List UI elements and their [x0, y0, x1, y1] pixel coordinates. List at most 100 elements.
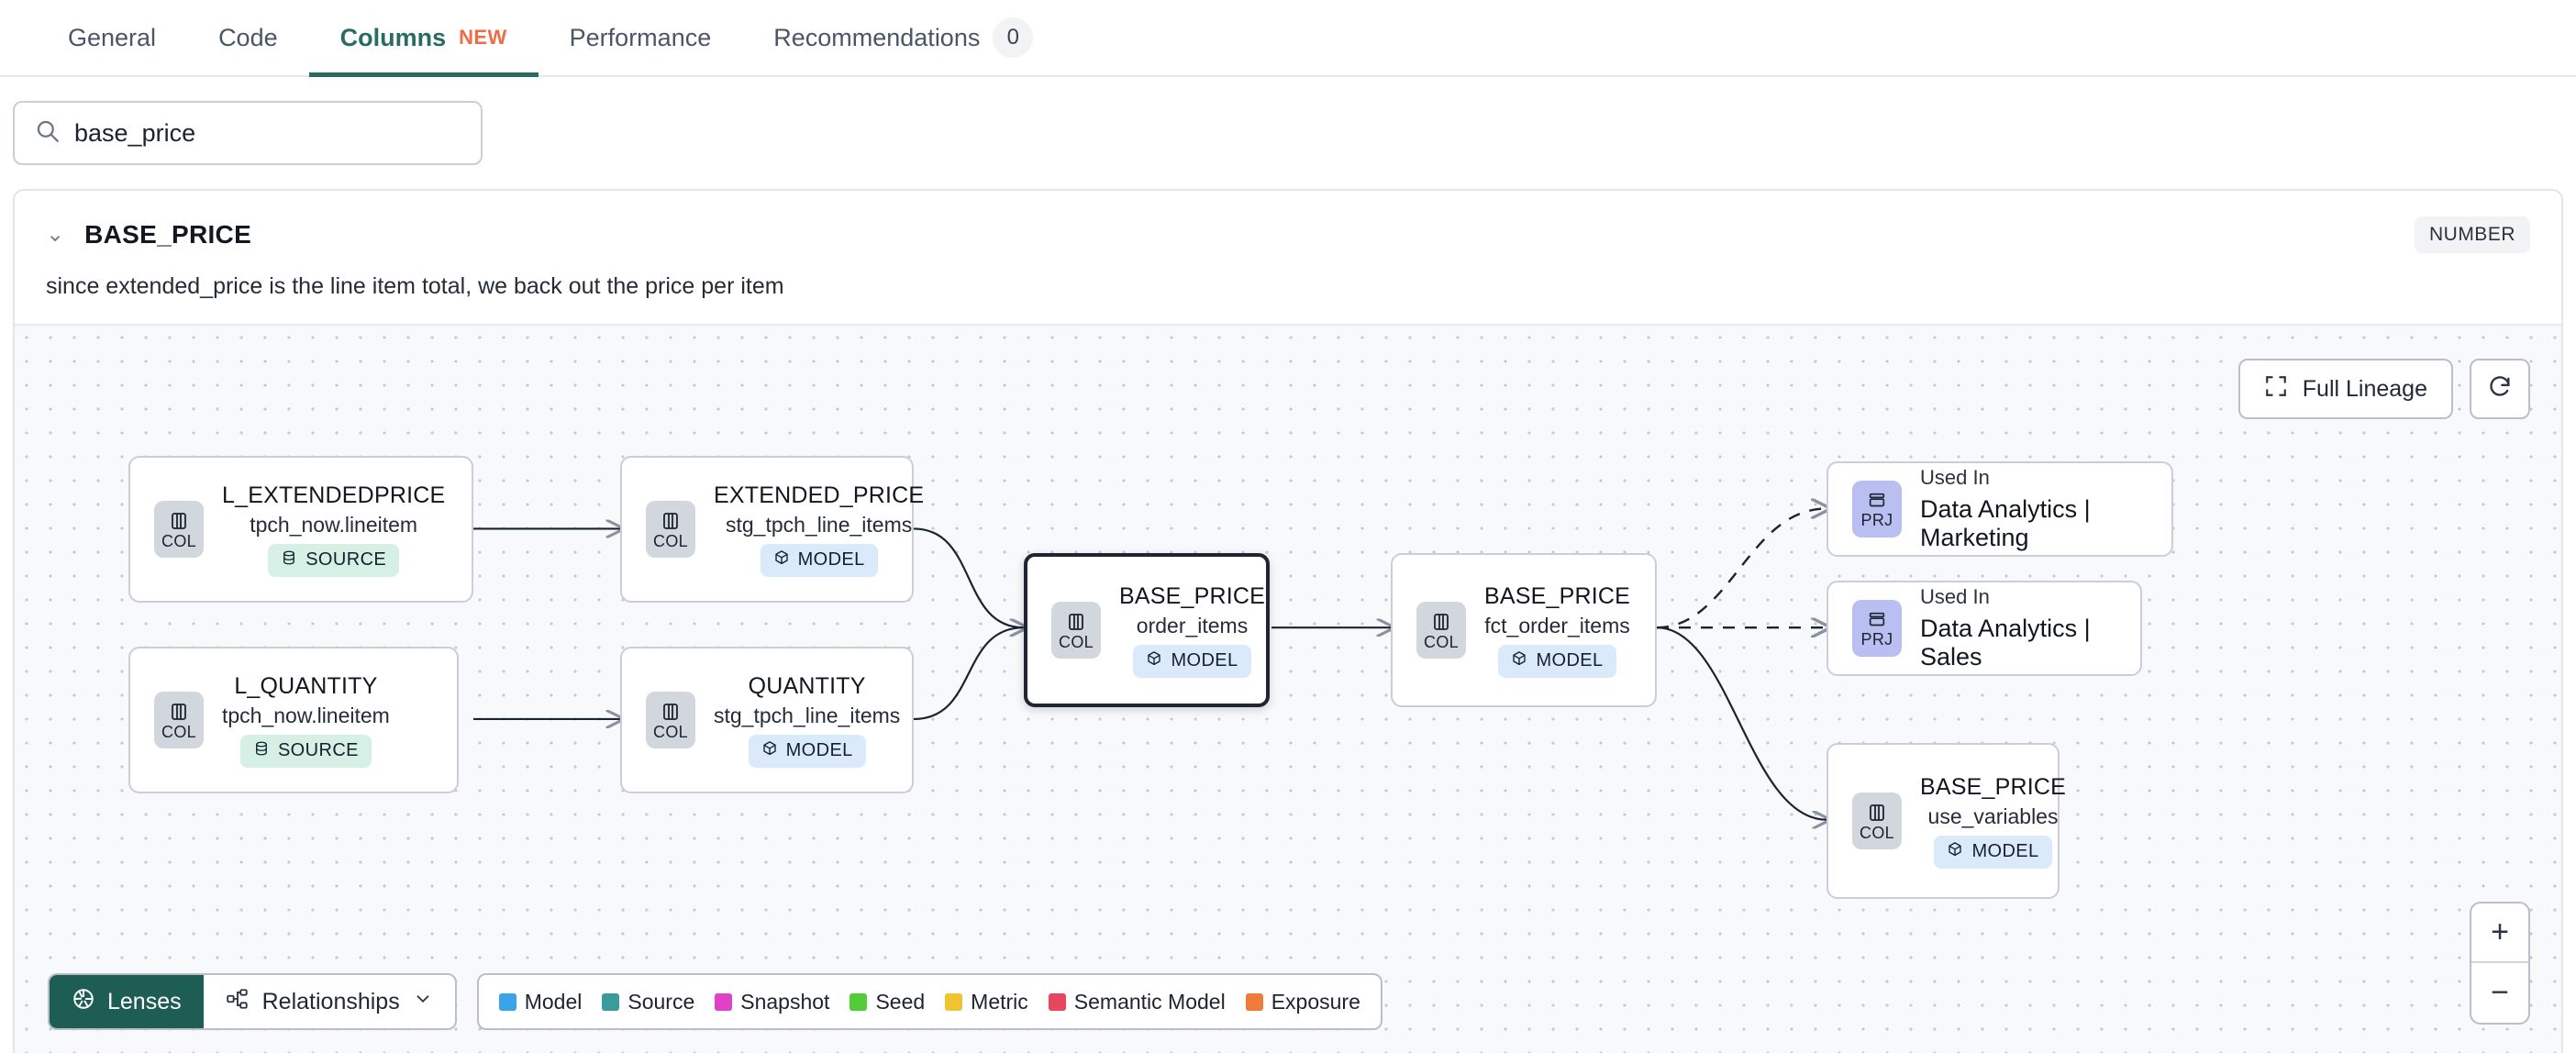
- tab-general[interactable]: General: [37, 0, 187, 75]
- tab-recommendations[interactable]: Recommendations 0: [742, 0, 1064, 75]
- zoom-controls: + −: [2470, 902, 2530, 1025]
- tab-label: Code: [218, 23, 278, 51]
- col-icon-label: COL: [1860, 823, 1894, 842]
- col-icon: COL: [1051, 602, 1101, 659]
- legend-swatch: [715, 992, 733, 1011]
- search-icon: [35, 118, 60, 148]
- cube-icon: [1511, 650, 1527, 672]
- node-relation-label: Used In: [1920, 466, 1990, 489]
- col-icon-label: COL: [1059, 632, 1094, 651]
- project-icon-label: PRJ: [1860, 510, 1893, 529]
- node-text: QUANTITY stg_tpch_line_items MODEL: [714, 673, 900, 768]
- node-pill-label: SOURCE: [277, 740, 359, 760]
- legend-label: Seed: [875, 989, 926, 1014]
- database-icon: [281, 549, 297, 571]
- legend-item-exposure: Exposure: [1245, 990, 1360, 1014]
- lineage-node-project-marketing[interactable]: PRJ Used In Data Analytics | Marketing: [1827, 461, 2173, 557]
- node-text: Used In Data Analytics | Marketing: [1920, 466, 2148, 552]
- node-project-name: Data Analytics | Marketing: [1920, 495, 2091, 551]
- node-text: EXTENDED_PRICE stg_tpch_line_items MODEL: [714, 482, 924, 577]
- chevron-down-icon: [413, 989, 433, 1015]
- node-type-pill: MODEL: [1498, 644, 1616, 678]
- legend-swatch: [849, 992, 868, 1011]
- recommendations-count-badge: 0: [993, 17, 1034, 58]
- cube-icon: [1146, 650, 1162, 672]
- full-lineage-label: Full Lineage: [2302, 375, 2427, 402]
- node-title: BASE_PRICE: [1920, 773, 2067, 800]
- lineage-node-base-price-use-variables[interactable]: COL BASE_PRICE use_variables MODEL: [1827, 743, 2066, 899]
- search-box[interactable]: [13, 101, 483, 165]
- expand-frame-icon: [2264, 374, 2288, 405]
- node-pill-label: SOURCE: [305, 549, 387, 570]
- legend-swatch: [602, 992, 620, 1011]
- refresh-button[interactable]: [2470, 359, 2530, 419]
- col-icon: COL: [1852, 793, 1902, 849]
- relationships-label: Relationships: [261, 988, 400, 1014]
- node-type-pill: MODEL: [760, 543, 878, 577]
- full-lineage-button[interactable]: Full Lineage: [2237, 359, 2453, 419]
- lineage-node-l-quantity[interactable]: COL L_QUANTITY tpch_now.lineitem SOURCE: [128, 647, 459, 793]
- chevron-down-icon[interactable]: ⌄: [46, 222, 65, 247]
- legend-label: Semantic Model: [1073, 989, 1226, 1014]
- lenses-label: Lenses: [107, 988, 182, 1014]
- node-subtitle: fct_order_items: [1484, 613, 1630, 637]
- col-icon-label: COL: [653, 722, 688, 741]
- col-icon: COL: [154, 692, 204, 748]
- node-subtitle: stg_tpch_line_items: [714, 703, 901, 727]
- column-description: since extended_price is the line item to…: [46, 273, 784, 299]
- legend-swatch: [945, 992, 963, 1011]
- node-text: L_EXTENDEDPRICE tpch_now.lineitem SOURCE: [222, 482, 445, 577]
- refresh-icon: [2487, 373, 2513, 405]
- tab-performance[interactable]: Performance: [539, 0, 743, 75]
- lineage-node-l-extendedprice[interactable]: COL L_EXTENDEDPRICE tpch_now.lineitem SO…: [128, 456, 473, 603]
- col-icon-label: COL: [161, 531, 196, 550]
- column-header: ⌄ BASE_PRICE NUMBER: [15, 191, 2561, 253]
- legend-label: Model: [524, 989, 583, 1014]
- node-text: Used In Data Analytics | Sales: [1920, 585, 2116, 671]
- node-subtitle: tpch_now.lineitem: [250, 512, 418, 537]
- node-title: L_EXTENDEDPRICE: [222, 482, 446, 508]
- node-type-pill: SOURCE: [268, 543, 400, 577]
- lineage-node-project-sales[interactable]: PRJ Used In Data Analytics | Sales: [1827, 581, 2142, 676]
- legend-swatch: [1245, 992, 1263, 1011]
- search-input[interactable]: [74, 118, 461, 148]
- node-type-pill: MODEL: [748, 734, 866, 768]
- cube-icon: [1947, 841, 1963, 863]
- lineage-node-quantity[interactable]: COL QUANTITY stg_tpch_line_items MODEL: [620, 647, 914, 793]
- legend-label: Snapshot: [740, 989, 830, 1014]
- node-subtitle: use_variables: [1927, 804, 2059, 828]
- node-text: L_QUANTITY tpch_now.lineitem SOURCE: [222, 673, 390, 768]
- relationships-dropdown[interactable]: Relationships: [204, 975, 455, 1028]
- tab-columns[interactable]: Columns NEW: [308, 0, 539, 77]
- node-pill-label: MODEL: [1536, 650, 1604, 671]
- col-icon: COL: [646, 692, 695, 748]
- node-pill-label: MODEL: [797, 549, 865, 570]
- legend-item-metric: Metric: [945, 990, 1028, 1014]
- project-icon-label: PRJ: [1860, 629, 1893, 648]
- tab-code[interactable]: Code: [187, 0, 309, 75]
- lineage-node-extended-price[interactable]: COL EXTENDED_PRICE stg_tpch_line_items M…: [620, 456, 924, 603]
- column-type-badge: NUMBER: [2414, 216, 2530, 253]
- col-icon-label: COL: [653, 531, 688, 550]
- canvas-bottom-controls: Lenses Relationships: [48, 973, 1382, 1030]
- col-icon-label: COL: [1424, 632, 1459, 651]
- column-card: ⌄ BASE_PRICE NUMBER since extended_price…: [13, 189, 2563, 1053]
- node-pill-label: MODEL: [1171, 650, 1238, 671]
- database-icon: [253, 740, 270, 762]
- zoom-out-button[interactable]: −: [2491, 975, 2509, 1010]
- lineage-node-base-price-fct-order-items[interactable]: COL BASE_PRICE fct_order_items MODEL: [1391, 553, 1657, 707]
- node-subtitle: stg_tpch_line_items: [725, 512, 913, 537]
- zoom-in-button[interactable]: +: [2471, 903, 2528, 963]
- lenses-button[interactable]: Lenses: [50, 975, 204, 1028]
- lineage-canvas[interactable]: Full Lineage COL L_EXTENDEDPRIC: [15, 324, 2561, 1053]
- node-title: BASE_PRICE: [1484, 582, 1631, 609]
- lineage-node-base-price-order-items[interactable]: COL BASE_PRICE order_items MODEL: [1024, 553, 1270, 707]
- col-icon: COL: [646, 501, 695, 558]
- node-type-pill: SOURCE: [239, 734, 372, 768]
- node-title: EXTENDED_PRICE: [714, 482, 925, 508]
- node-text: BASE_PRICE order_items MODEL: [1119, 583, 1265, 678]
- project-icon: PRJ: [1852, 600, 1902, 657]
- project-icon: PRJ: [1852, 481, 1902, 538]
- node-type-pill: MODEL: [1934, 835, 2052, 869]
- aperture-icon: [72, 987, 95, 1017]
